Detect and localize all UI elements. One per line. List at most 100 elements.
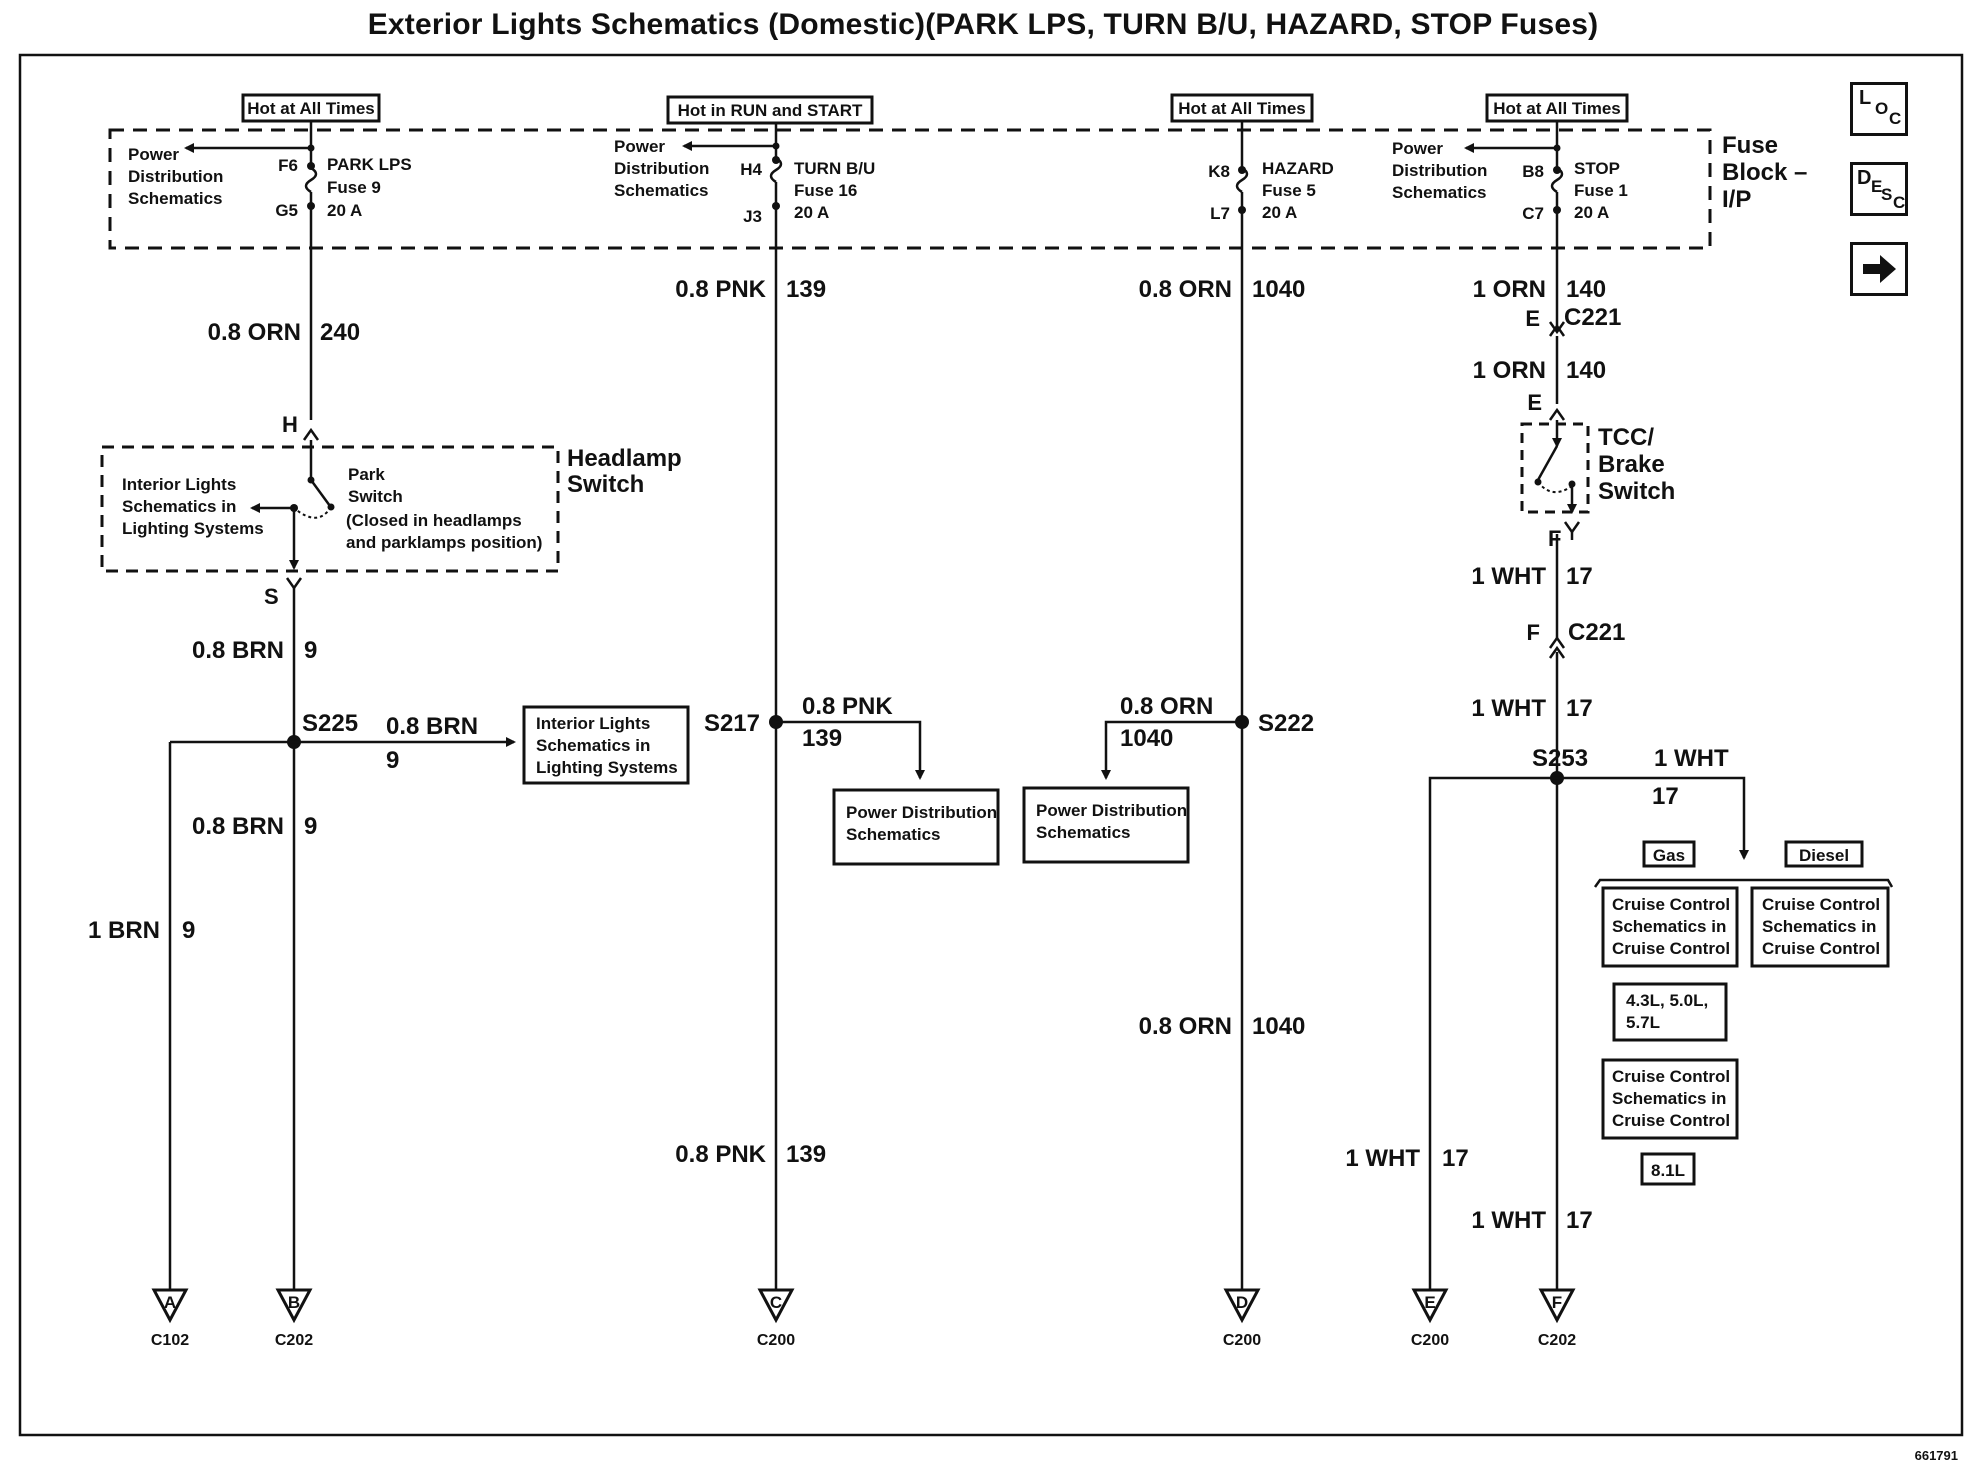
svg-text:Cruise Control: Cruise Control xyxy=(1612,1111,1730,1130)
diagram-title: Exterior Lights Schematics (Domestic)(PA… xyxy=(367,8,1599,41)
cruise-control-box-81: Cruise Control Schematics in Cruise Cont… xyxy=(1601,1058,1739,1140)
svg-text:TCC/: TCC/ xyxy=(1598,424,1654,451)
svg-text:Hot at All Times: Hot at All Times xyxy=(1178,99,1306,118)
svg-text:139: 139 xyxy=(786,276,826,303)
svg-text:Cruise Control: Cruise Control xyxy=(1762,895,1880,914)
svg-text:0.8 BRN: 0.8 BRN xyxy=(192,813,284,840)
svg-text:Switch: Switch xyxy=(1598,478,1675,505)
svg-text:0.8 BRN: 0.8 BRN xyxy=(386,713,478,740)
svg-text:Fuse 5: Fuse 5 xyxy=(1262,181,1316,200)
cruise-control-box-diesel: Cruise Control Schematics in Cruise Cont… xyxy=(1750,886,1890,968)
svg-text:1 WHT: 1 WHT xyxy=(1471,1207,1546,1234)
svg-text:1 ORN: 1 ORN xyxy=(1473,357,1546,384)
svg-text:C200: C200 xyxy=(1223,1332,1261,1349)
option-gas: Gas xyxy=(1642,840,1696,868)
fuse-hazard: K8 L7 HAZARD Fuse 5 20 A xyxy=(1208,130,1334,1290)
svg-text:Cruise Control: Cruise Control xyxy=(1612,1067,1730,1086)
svg-text:0.8 PNK: 0.8 PNK xyxy=(675,276,766,303)
svg-text:Park: Park xyxy=(348,465,385,484)
svg-text:E: E xyxy=(1424,1293,1435,1312)
next-button[interactable] xyxy=(1850,242,1908,296)
terminal-b: B C202 xyxy=(275,1288,313,1349)
svg-text:9: 9 xyxy=(182,917,195,944)
svg-text:C7: C7 xyxy=(1522,204,1544,223)
svg-text:Schematics: Schematics xyxy=(846,825,941,844)
svg-text:TURN B/U: TURN B/U xyxy=(794,159,875,178)
svg-text:S217: S217 xyxy=(704,710,760,737)
svg-text:Power: Power xyxy=(614,137,665,156)
svg-text:9: 9 xyxy=(304,813,317,840)
svg-text:L7: L7 xyxy=(1210,204,1230,223)
tcc-pin-e: E xyxy=(1527,390,1566,421)
svg-text:F: F xyxy=(1552,1293,1562,1312)
interior-lights-box: Interior Lights Schematics in Lighting S… xyxy=(522,705,690,785)
svg-text:17: 17 xyxy=(1442,1145,1469,1172)
svg-text:9: 9 xyxy=(386,747,399,774)
svg-text:0.8 PNK: 0.8 PNK xyxy=(675,1141,766,1168)
svg-text:Lighting Systems: Lighting Systems xyxy=(122,519,264,538)
svg-text:C: C xyxy=(770,1293,782,1312)
loc-button[interactable]: L O C xyxy=(1850,82,1908,136)
wire-label-1040-top: 0.8 ORN 1040 xyxy=(1139,276,1306,303)
svg-text:Power Distribution: Power Distribution xyxy=(1036,801,1187,820)
svg-text:20 A: 20 A xyxy=(327,201,362,220)
svg-text:8.1L: 8.1L xyxy=(1651,1161,1685,1180)
svg-text:0.8 ORN: 0.8 ORN xyxy=(1139,276,1232,303)
svg-text:0.8 ORN: 0.8 ORN xyxy=(1120,693,1213,720)
wire-label-9-upper: 0.8 BRN 9 xyxy=(192,637,317,664)
tcc-switch-outline xyxy=(1520,422,1590,514)
svg-text:C202: C202 xyxy=(1538,1332,1576,1349)
svg-text:0.8 ORN: 0.8 ORN xyxy=(208,319,301,346)
svg-text:E: E xyxy=(1525,306,1540,331)
svg-text:20 A: 20 A xyxy=(1262,203,1297,222)
tcc-switch-blade xyxy=(1536,445,1559,481)
svg-text:F: F xyxy=(1548,526,1561,551)
svg-text:240: 240 xyxy=(320,319,360,346)
tcc-pin-f: F xyxy=(1548,521,1581,551)
diagram-frame xyxy=(18,53,1964,1437)
svg-text:Interior Lights: Interior Lights xyxy=(122,475,236,494)
svg-text:S222: S222 xyxy=(1258,710,1314,737)
svg-text:140: 140 xyxy=(1566,276,1606,303)
wire-label-139-bottom: 0.8 PNK 139 xyxy=(675,1141,826,1168)
tcc-switch-label: TCC/ Brake Switch xyxy=(1598,424,1675,505)
svg-text:Schematics: Schematics xyxy=(1036,823,1131,842)
option-diesel: Diesel xyxy=(1784,840,1864,868)
svg-text:0.8 PNK: 0.8 PNK xyxy=(802,693,893,720)
svg-text:17: 17 xyxy=(1566,563,1593,590)
terminal-d: D C200 xyxy=(1223,1288,1261,1349)
engine-option-v1: 4.3L, 5.0L, 5.7L xyxy=(1612,982,1728,1042)
svg-text:B: B xyxy=(288,1293,300,1312)
svg-text:Fuse: Fuse xyxy=(1722,132,1778,159)
svg-text:1 WHT: 1 WHT xyxy=(1654,745,1729,772)
wire-label-140-mid: 1 ORN 140 xyxy=(1473,357,1606,384)
svg-text:Schematics in: Schematics in xyxy=(536,736,650,755)
svg-text:1 WHT: 1 WHT xyxy=(1471,695,1546,722)
headlamp-pin-s: S xyxy=(264,577,303,609)
park-switch-blade xyxy=(309,479,332,507)
document-number: 661791 xyxy=(1914,1448,1958,1463)
svg-text:1 WHT: 1 WHT xyxy=(1471,563,1546,590)
wire-label-139-top: 0.8 PNK 139 xyxy=(675,276,826,303)
fuse-stop: B8 C7 STOP Fuse 1 20 A xyxy=(1464,130,1628,330)
svg-text:20 A: 20 A xyxy=(794,203,829,222)
power-distribution-stop: Power Distribution Schematics xyxy=(1392,139,1487,202)
splice-s225: S225 xyxy=(287,710,358,749)
wire-label-9-brn1: 1 BRN 9 xyxy=(88,917,195,944)
svg-text:Diesel: Diesel xyxy=(1799,846,1849,865)
svg-text:J3: J3 xyxy=(743,207,762,226)
svg-text:Block –: Block – xyxy=(1722,159,1807,186)
fuse-block-outline xyxy=(108,128,1712,250)
svg-text:and parklamps position): and parklamps position) xyxy=(346,533,542,552)
svg-text:Schematics: Schematics xyxy=(128,189,223,208)
svg-text:Distribution: Distribution xyxy=(614,159,709,178)
wire-label-1040-branch: 0.8 ORN 1040 xyxy=(1120,693,1213,752)
svg-text:Schematics in: Schematics in xyxy=(1612,1089,1726,1108)
svg-text:140: 140 xyxy=(1566,357,1606,384)
svg-text:Schematics: Schematics xyxy=(1392,183,1487,202)
terminal-c: C C200 xyxy=(757,1288,795,1349)
desc-button[interactable]: D E S C xyxy=(1850,162,1908,216)
svg-text:HAZARD: HAZARD xyxy=(1262,159,1334,178)
svg-text:17: 17 xyxy=(1566,1207,1593,1234)
svg-text:PARK LPS: PARK LPS xyxy=(327,155,412,174)
